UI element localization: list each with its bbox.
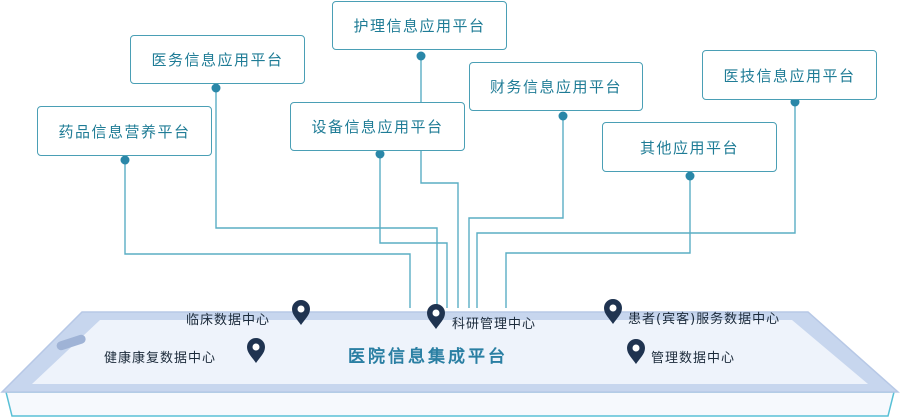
other-platform-box: 其他应用平台 [602, 122, 777, 172]
drug-platform-label: 药品信息营养平台 [58, 122, 191, 141]
connector-medical [215, 88, 438, 308]
medical-platform-label: 医务信息应用平台 [151, 51, 284, 69]
tablet-screen [32, 320, 868, 384]
pin-patient-icon [604, 299, 622, 324]
tablet-base [0, 311, 900, 417]
tablet-button [56, 334, 86, 351]
pin-management-icon [627, 339, 645, 364]
pin-research-icon [427, 304, 445, 329]
connector-nursing [420, 56, 459, 308]
equipment-platform-label: 设备信息应用平台 [311, 118, 444, 136]
tech-platform-box: 医技信息应用平台 [702, 50, 877, 100]
connector-equipment [379, 154, 448, 308]
clinical-center-label: 临床数据中心 [186, 313, 271, 328]
connector-dot-other [685, 171, 695, 181]
research-center-label: 科研管理中心 [452, 317, 537, 332]
connector-dot-equipment [375, 149, 385, 159]
connector-dot-nursing [416, 51, 426, 61]
connector-tech [476, 102, 796, 308]
connector-dot-medical [211, 83, 221, 93]
nursing-platform-label: 护理信息应用平台 [353, 17, 486, 35]
tablet-reflection [5, 391, 895, 417]
tech-platform-label: 医技信息应用平台 [723, 66, 856, 85]
pin-health-icon [247, 338, 265, 363]
connector-dot-drug [120, 155, 130, 165]
connector-dot-finance [558, 111, 568, 121]
integration-platform-title: 医院信息集成平台 [348, 347, 508, 367]
finance-platform-box: 财务信息应用平台 [469, 62, 643, 111]
drug-platform-box: 药品信息营养平台 [37, 106, 212, 156]
health-center-label: 健康康复数据中心 [104, 351, 217, 366]
other-platform-label: 其他应用平台 [639, 138, 739, 157]
equipment-platform-box: 设备信息应用平台 [290, 102, 465, 151]
connector-finance [468, 116, 564, 308]
nursing-platform-box: 护理信息应用平台 [332, 1, 507, 50]
medical-platform-box: 医务信息应用平台 [130, 35, 305, 84]
connector-other [505, 176, 691, 308]
patient-center-label: 患者(宾客)服务数据中心 [628, 312, 781, 327]
pin-clinical-icon [292, 300, 310, 325]
finance-platform-label: 财务信息应用平台 [489, 78, 622, 96]
connector-drug [124, 160, 411, 308]
management-center-label: 管理数据中心 [651, 351, 736, 366]
